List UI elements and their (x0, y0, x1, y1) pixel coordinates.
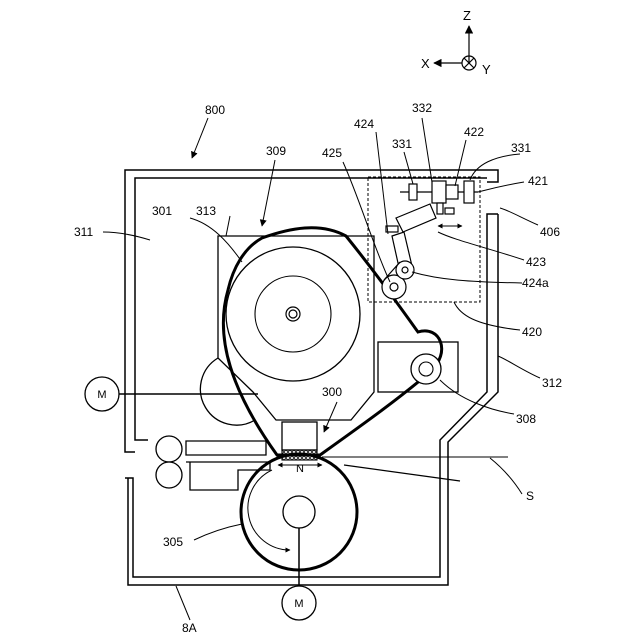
lower-motor-label: M (294, 598, 303, 610)
leader-421 (478, 182, 524, 192)
label-309: 309 (266, 144, 286, 158)
label-424a: 424a (522, 276, 549, 290)
upper-motor-label: M (97, 389, 106, 401)
leader-301 (190, 218, 242, 262)
nip-label: N (296, 463, 304, 475)
label-423: 423 (526, 255, 546, 269)
lever-assembly (382, 204, 436, 299)
exit-guide (344, 465, 460, 481)
lower-conveyance-roller (156, 462, 182, 488)
leader-800 (192, 118, 208, 158)
left-bearing-331 (409, 184, 417, 200)
coordinate-axes (434, 26, 476, 70)
leader-312 (498, 356, 540, 378)
x-axis-label: X (421, 56, 430, 71)
leader-S (490, 458, 522, 494)
label-424: 424 (354, 117, 374, 131)
gear-422 (446, 185, 458, 199)
link-stop (445, 208, 454, 214)
leader-300 (324, 402, 337, 432)
tension-roller (411, 354, 441, 384)
lever-423 (396, 204, 436, 232)
adjustment-mechanism (400, 181, 478, 214)
pressure-roller-shaft (283, 496, 315, 528)
leader-423 (438, 232, 524, 260)
link-connector (437, 203, 443, 214)
heating-roller (226, 247, 360, 381)
leader-332 (422, 118, 432, 182)
leader-422 (455, 140, 466, 186)
label-300: 300 (322, 385, 342, 399)
label-311: 311 (74, 225, 93, 239)
label-420: 420 (522, 325, 542, 339)
label-308: 308 (516, 412, 536, 426)
label-406: 406 (540, 225, 560, 239)
leader-305 (194, 524, 242, 540)
leader-308 (440, 380, 514, 414)
leader-313 (226, 216, 230, 236)
z-axis-label: Z (463, 8, 471, 23)
leader-424 (376, 132, 388, 234)
label-331-right: 331 (511, 141, 531, 155)
label-421: 421 (528, 174, 548, 188)
leader-406 (500, 208, 538, 225)
pressing-pad (282, 422, 317, 450)
contact-roller-shaft (390, 283, 398, 291)
heating-roller-shaft (286, 307, 300, 321)
label-332: 332 (412, 101, 432, 115)
label-331-left: 331 (392, 137, 412, 151)
label-313: 313 (196, 204, 216, 218)
y-axis-label: Y (482, 62, 491, 77)
label-8A: 8A (182, 621, 197, 635)
label-312: 312 (542, 376, 562, 390)
leader-311 (103, 232, 150, 240)
pivot-shaft (402, 267, 408, 273)
right-bearing-331 (464, 181, 474, 203)
housing-outer-right (128, 214, 498, 585)
label-301: 301 (152, 204, 172, 218)
upper-sheet-guide (186, 441, 266, 455)
label-305: 305 (163, 535, 183, 549)
leader-331a (404, 152, 413, 184)
upper-conveyance-roller (156, 436, 182, 462)
label-422: 422 (464, 125, 484, 139)
lower-sheet-guide (186, 462, 270, 490)
leader-8A (176, 586, 190, 620)
label-800: 800 (205, 103, 225, 117)
cam-332 (432, 181, 446, 203)
leader-331b (470, 154, 520, 180)
label-425: 425 (322, 146, 342, 160)
leader-424a (412, 272, 522, 283)
label-S: S (526, 489, 534, 503)
